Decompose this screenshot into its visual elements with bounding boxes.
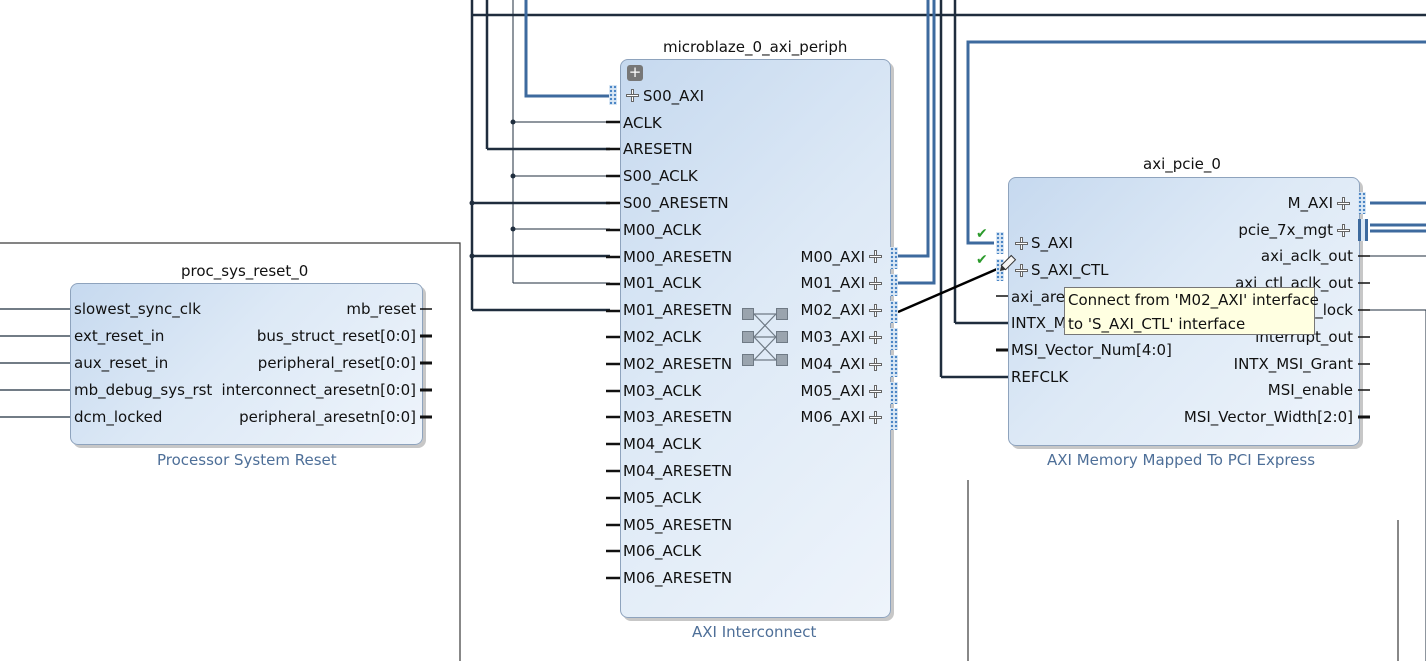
m04-axi-bus-port[interactable] [890, 355, 898, 377]
pin-m03-axi[interactable]: M03_AXI [800, 328, 866, 346]
connection-tooltip: Connect from 'M02_AXI' interface to 'S_A… [1064, 287, 1319, 335]
pin-peripheral-aresetn[interactable]: peripheral_aresetn[0:0] [239, 408, 416, 426]
m03-axi-bus-port[interactable] [890, 328, 898, 350]
s-axi-plus-icon[interactable] [1015, 237, 1028, 250]
pin-pcie-7x-mgt[interactable]: pcie_7x_mgt [1238, 221, 1333, 239]
s-axi-ctl-bus-port[interactable] [996, 259, 1004, 281]
pin-m01-aresetn[interactable]: M01_ARESETN [623, 301, 733, 319]
axi-pcie-subtitle: AXI Memory Mapped To PCI Express [1047, 451, 1316, 469]
m-axi-plus-icon[interactable] [1337, 197, 1350, 210]
expand-button[interactable]: + [627, 63, 643, 81]
m06-axi-plus-icon[interactable] [869, 411, 882, 424]
m00-axi-bus-port[interactable] [890, 247, 898, 269]
axi-pcie-output-stubs [1358, 255, 1370, 419]
pin-m05-axi[interactable]: M05_AXI [800, 382, 866, 400]
proc-sys-reset-output-stubs [420, 308, 432, 419]
axi-periph-subtitle: AXI Interconnect [692, 623, 817, 641]
pin-refclk[interactable]: REFCLK [1011, 368, 1069, 386]
pin-m02-axi[interactable]: M02_AXI [800, 301, 866, 319]
pin-m02-aresetn[interactable]: M02_ARESETN [623, 355, 733, 373]
axi-pcie-input-stubs [996, 295, 1008, 352]
tooltip-line-2: to 'S_AXI_CTL' interface [1068, 315, 1246, 333]
pin-ext-reset-in[interactable]: ext_reset_in [74, 327, 165, 345]
proc-sys-reset-title: proc_sys_reset_0 [181, 262, 309, 280]
valid-target-check-icon: ✔ [976, 226, 988, 242]
pin-bus-struct-reset[interactable]: bus_struct_reset[0:0] [256, 327, 416, 345]
pin-m01-axi[interactable]: M01_AXI [800, 274, 866, 292]
pencil-cursor-icon [999, 254, 1017, 272]
pin-m05-aresetn[interactable]: M05_ARESETN [623, 516, 733, 534]
pin-m03-aresetn[interactable]: M03_ARESETN [623, 408, 733, 426]
m05-axi-bus-port[interactable] [890, 382, 898, 404]
pin-m01-aclk[interactable]: M01_ACLK [623, 274, 702, 292]
pin-s00-aclk[interactable]: S00_ACLK [623, 167, 698, 185]
pin-m05-aclk[interactable]: M05_ACLK [623, 489, 702, 507]
axi-periph-title: microblaze_0_axi_periph [663, 38, 848, 56]
s-axi-bus-port[interactable] [996, 232, 1004, 254]
pin-aux-reset-in[interactable]: aux_reset_in [74, 354, 169, 372]
pin-intx-msi-request[interactable]: INTX_M [1011, 314, 1067, 332]
pin-m04-aresetn[interactable]: M04_ARESETN [623, 462, 733, 480]
pin-aclk[interactable]: ACLK [623, 114, 662, 132]
pin-m04-aclk[interactable]: M04_ACLK [623, 435, 702, 453]
pin-axi-aclk-out[interactable]: axi_aclk_out [1260, 247, 1353, 265]
tooltip-line-1: Connect from 'M02_AXI' interface [1068, 291, 1319, 309]
pin-m06-aresetn[interactable]: M06_ARESETN [623, 569, 733, 587]
pin-m04-axi[interactable]: M04_AXI [800, 355, 866, 373]
s00-axi-plus-icon[interactable] [626, 89, 639, 102]
pin-m00-aresetn[interactable]: M00_ARESETN [623, 248, 733, 266]
pin-msi-enable[interactable]: MSI_enable [1267, 381, 1353, 399]
pin-interconnect-aresetn[interactable]: interconnect_aresetn[0:0] [221, 381, 416, 399]
pin-m-axi[interactable]: M_AXI [1287, 194, 1333, 212]
pin-m02-aclk[interactable]: M02_ACLK [623, 328, 702, 346]
pin-mb-reset[interactable]: mb_reset [346, 300, 416, 318]
pin-s-axi[interactable]: S_AXI [1031, 234, 1073, 252]
m06-axi-bus-port[interactable] [890, 408, 898, 430]
s-axi-ctl-plus-icon[interactable] [1015, 264, 1028, 277]
valid-target-check-icon-2: ✔ [976, 252, 988, 268]
pin-mmcm-lock[interactable]: _lock [1315, 301, 1353, 319]
pin-m03-aclk[interactable]: M03_ACLK [623, 382, 702, 400]
pcie-7x-mgt-port[interactable] [1358, 219, 1368, 241]
m02-axi-plus-icon[interactable] [869, 304, 882, 317]
axi-pcie-title: axi_pcie_0 [1143, 155, 1221, 173]
proc-sys-reset-subtitle: Processor System Reset [157, 451, 337, 469]
pin-msi-vector-width[interactable]: MSI_Vector_Width[2:0] [1183, 408, 1353, 426]
pin-s-axi-ctl[interactable]: S_AXI_CTL [1031, 261, 1109, 279]
pin-dcm-locked[interactable]: dcm_locked [74, 408, 163, 426]
m01-axi-bus-port[interactable] [890, 274, 898, 296]
pin-m00-aclk[interactable]: M00_ACLK [623, 221, 702, 239]
s00-axi-bus-port[interactable] [609, 85, 617, 105]
pin-s00-axi[interactable]: S00_AXI [643, 87, 705, 105]
m05-axi-plus-icon[interactable] [869, 385, 882, 398]
pin-axi-aresetn[interactable]: axi_ares [1011, 288, 1073, 306]
m02-axi-bus-port[interactable] [890, 301, 898, 323]
axi-periph-input-stubs [606, 120, 620, 580]
pin-msi-vector-num[interactable]: MSI_Vector_Num[4:0] [1011, 341, 1172, 359]
pin-m06-axi[interactable]: M06_AXI [800, 408, 866, 426]
pin-m00-axi[interactable]: M00_AXI [800, 248, 866, 266]
m00-axi-plus-icon[interactable] [869, 250, 882, 263]
pin-s00-aresetn[interactable]: S00_ARESETN [623, 194, 729, 212]
m03-axi-plus-icon[interactable] [869, 331, 882, 344]
proc-sys-reset-body[interactable] [70, 283, 423, 445]
pin-slowest-sync-clk[interactable]: slowest_sync_clk [74, 300, 201, 318]
pcie-7x-mgt-plus-icon[interactable] [1337, 224, 1350, 237]
m04-axi-plus-icon[interactable] [869, 358, 882, 371]
pin-aresetn[interactable]: ARESETN [623, 140, 693, 158]
pin-intx-msi-grant[interactable]: INTX_MSI_Grant [1233, 355, 1353, 373]
m-axi-bus-port[interactable] [1358, 192, 1366, 214]
pin-m06-aclk[interactable]: M06_ACLK [623, 542, 702, 560]
pin-peripheral-reset[interactable]: peripheral_reset[0:0] [257, 354, 416, 372]
m01-axi-plus-icon[interactable] [869, 277, 882, 290]
pin-mb-debug-sys-rst[interactable]: mb_debug_sys_rst [74, 381, 213, 399]
